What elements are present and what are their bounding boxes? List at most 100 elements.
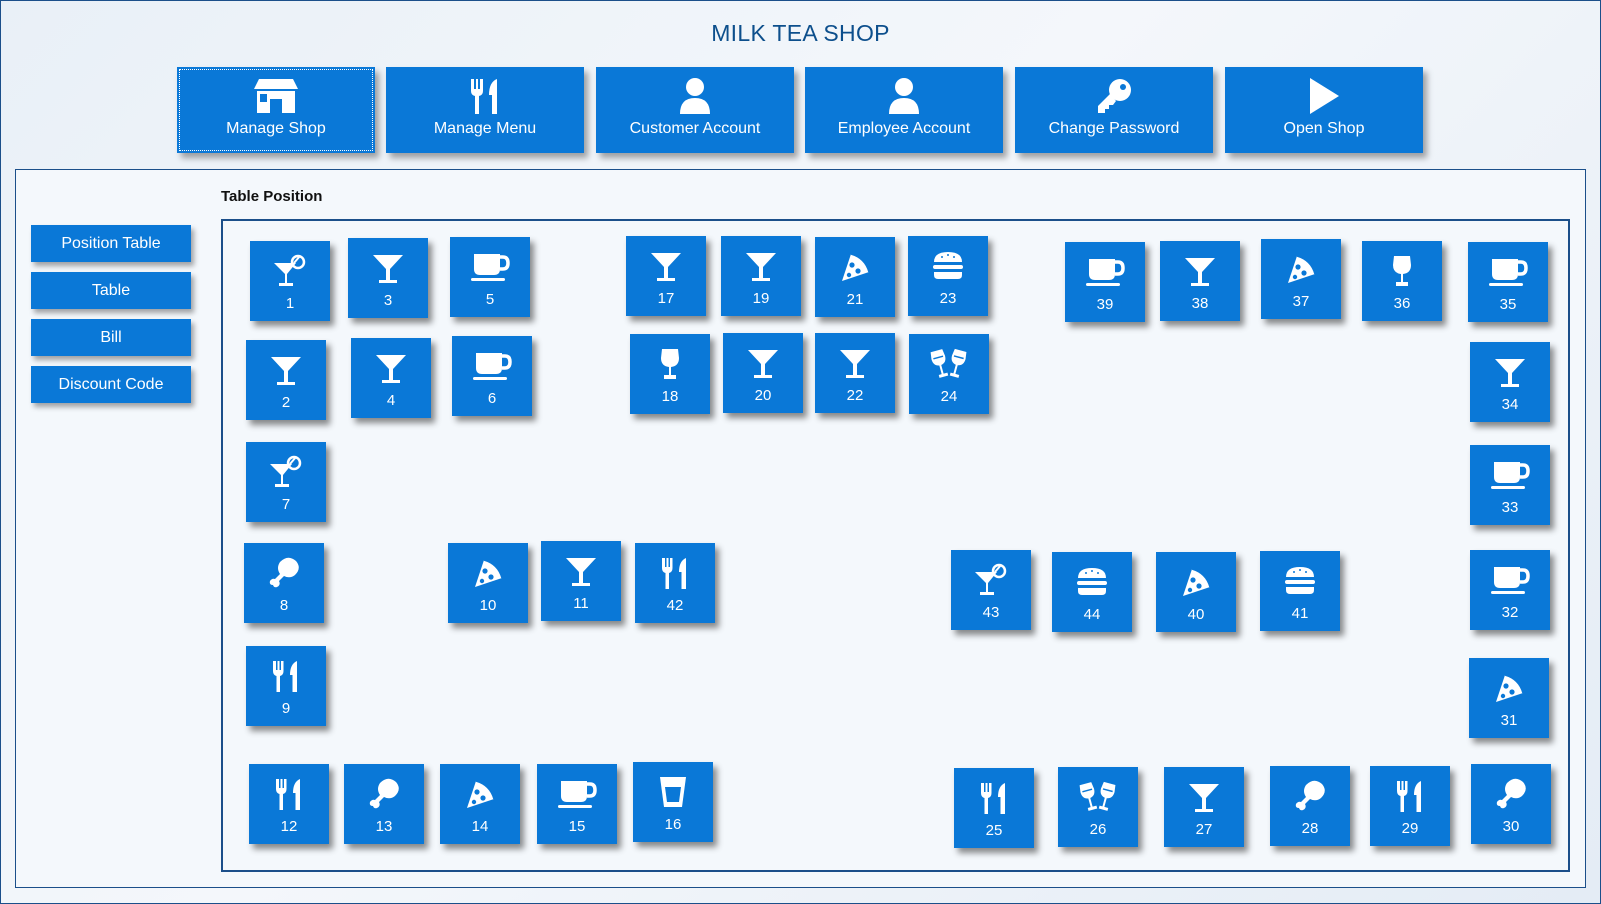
utensils-icon	[635, 555, 715, 591]
table-tile-7[interactable]: 7	[246, 442, 326, 522]
table-tile-19[interactable]: 19	[721, 236, 801, 316]
table-tile-12[interactable]: 12	[249, 764, 329, 844]
table-tile-9[interactable]: 9	[246, 646, 326, 726]
table-number: 20	[754, 387, 772, 404]
table-number: 17	[657, 290, 675, 307]
pizza-icon	[1469, 670, 1549, 706]
coffee-cup-icon	[1470, 457, 1550, 493]
table-tile-41[interactable]: 41	[1260, 551, 1340, 631]
table-tile-24[interactable]: 24	[909, 334, 989, 414]
table-tile-8[interactable]: 8	[244, 543, 324, 623]
table-position-area	[221, 219, 1570, 872]
table-number: 43	[982, 604, 1000, 621]
table-tile-33[interactable]: 33	[1470, 445, 1550, 525]
table-number: 37	[1292, 293, 1310, 310]
table-tile-42[interactable]: 42	[635, 543, 715, 623]
table-tile-23[interactable]: 23	[908, 236, 988, 316]
change-password-button[interactable]: Change Password	[1015, 67, 1213, 153]
table-tile-15[interactable]: 15	[537, 764, 617, 844]
table-tile-31[interactable]: 31	[1469, 658, 1549, 738]
table-tile-4[interactable]: 4	[351, 338, 431, 418]
table-tile-28[interactable]: 28	[1270, 766, 1350, 846]
table-tile-38[interactable]: 38	[1160, 241, 1240, 321]
table-tile-10[interactable]: 10	[448, 543, 528, 623]
table-number: 34	[1501, 396, 1519, 413]
martini-icon	[723, 345, 803, 381]
martini-icon	[721, 248, 801, 284]
drumstick-icon	[1270, 778, 1350, 814]
utensils-icon	[386, 76, 584, 116]
table-tile-22[interactable]: 22	[815, 333, 895, 413]
table-number: 42	[666, 597, 684, 614]
table-number: 4	[386, 392, 396, 409]
customer-account-button[interactable]: Customer Account	[596, 67, 794, 153]
user-icon	[596, 76, 794, 116]
open-shop-button[interactable]: Open Shop	[1225, 67, 1423, 153]
table-tile-1[interactable]: 1	[250, 241, 330, 321]
table-number: 35	[1499, 296, 1517, 313]
pizza-icon	[815, 249, 895, 285]
table-tile-27[interactable]: 27	[1164, 767, 1244, 847]
coffee-cup-icon	[1470, 562, 1550, 598]
martini-icon	[541, 553, 621, 589]
table-tile-32[interactable]: 32	[1470, 550, 1550, 630]
cheers-icon	[1058, 779, 1138, 815]
cocktail-icon	[250, 253, 330, 289]
burger-icon	[1260, 563, 1340, 599]
table-number: 28	[1301, 820, 1319, 837]
table-number: 13	[375, 818, 393, 835]
table-number: 44	[1083, 606, 1101, 623]
table-number: 38	[1191, 295, 1209, 312]
table-tile-36[interactable]: 36	[1362, 241, 1442, 321]
table-number: 11	[573, 595, 589, 612]
table-number: 25	[985, 822, 1003, 839]
table-tile-20[interactable]: 20	[723, 333, 803, 413]
table-tile-13[interactable]: 13	[344, 764, 424, 844]
table-number: 22	[846, 387, 864, 404]
table-tile-18[interactable]: 18	[630, 334, 710, 414]
drumstick-icon	[244, 555, 324, 591]
table-tile-40[interactable]: 40	[1156, 552, 1236, 632]
table-tile-11[interactable]: 11	[541, 541, 621, 621]
table-tile-14[interactable]: 14	[440, 764, 520, 844]
sidebar-item-position-table[interactable]: Position Table	[31, 225, 191, 262]
martini-icon	[1164, 779, 1244, 815]
table-tile-2[interactable]: 2	[246, 340, 326, 420]
coffee-cup-icon	[1065, 254, 1145, 290]
manage-menu-button[interactable]: Manage Menu	[386, 67, 584, 153]
change-password-label: Change Password	[1048, 120, 1180, 137]
martini-icon	[815, 345, 895, 381]
sidebar-item-discount-code[interactable]: Discount Code	[31, 366, 191, 403]
table-number: 41	[1291, 605, 1309, 622]
martini-icon	[1470, 354, 1550, 390]
manage-shop-button[interactable]: Manage Shop	[177, 67, 375, 153]
coffee-cup-icon	[1468, 254, 1548, 290]
table-tile-30[interactable]: 30	[1471, 764, 1551, 844]
cocktail-icon	[246, 454, 326, 490]
coffee-cup-icon	[537, 776, 617, 812]
table-tile-3[interactable]: 3	[348, 238, 428, 318]
table-tile-26[interactable]: 26	[1058, 767, 1138, 847]
section-label: Table Position	[221, 188, 323, 205]
pizza-icon	[440, 776, 520, 812]
table-tile-21[interactable]: 21	[815, 237, 895, 317]
table-number: 33	[1501, 499, 1519, 516]
sidebar-item-table[interactable]: Table	[31, 272, 191, 309]
table-tile-16[interactable]: 16	[633, 762, 713, 842]
table-tile-37[interactable]: 37	[1261, 239, 1341, 319]
table-tile-29[interactable]: 29	[1370, 766, 1450, 846]
table-tile-5[interactable]: 5	[450, 237, 530, 317]
glass-icon	[633, 774, 713, 810]
table-tile-17[interactable]: 17	[626, 236, 706, 316]
table-tile-44[interactable]: 44	[1052, 552, 1132, 632]
sidebar-item-bill[interactable]: Bill	[31, 319, 191, 356]
table-tile-39[interactable]: 39	[1065, 242, 1145, 322]
martini-icon	[626, 248, 706, 284]
table-tile-34[interactable]: 34	[1470, 342, 1550, 422]
table-tile-25[interactable]: 25	[954, 768, 1034, 848]
play-icon	[1225, 76, 1423, 116]
employee-account-button[interactable]: Employee Account	[805, 67, 1003, 153]
table-tile-43[interactable]: 43	[951, 550, 1031, 630]
table-tile-35[interactable]: 35	[1468, 242, 1548, 322]
table-tile-6[interactable]: 6	[452, 336, 532, 416]
